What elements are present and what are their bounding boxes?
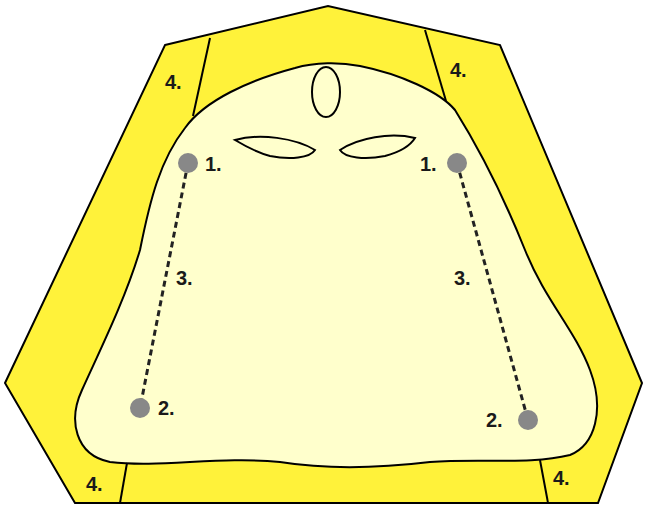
cast-base [5,6,642,503]
land-division [425,30,446,101]
land-division [540,460,548,503]
land-division [120,463,127,503]
reference-point [130,398,150,418]
palate-outline [75,63,597,467]
palatal-ruga [340,136,415,158]
callout-number: 3. [454,268,471,288]
callout-number: 1. [420,154,437,174]
reference-point [447,153,467,173]
callout-number: 1. [205,154,222,174]
callout-number: 4. [450,60,467,80]
callout-number: 4. [86,474,103,494]
incisive-papilla [312,67,340,117]
palatal-ruga [235,137,315,158]
callout-number: 4. [165,72,182,92]
land-division [193,38,210,116]
callout-number: 3. [176,268,193,288]
reference-line [457,163,528,420]
callout-number: 4. [553,468,570,488]
reference-point [518,410,538,430]
callout-number: 2. [158,398,175,418]
reference-point [178,153,198,173]
callout-number: 2. [486,410,503,430]
